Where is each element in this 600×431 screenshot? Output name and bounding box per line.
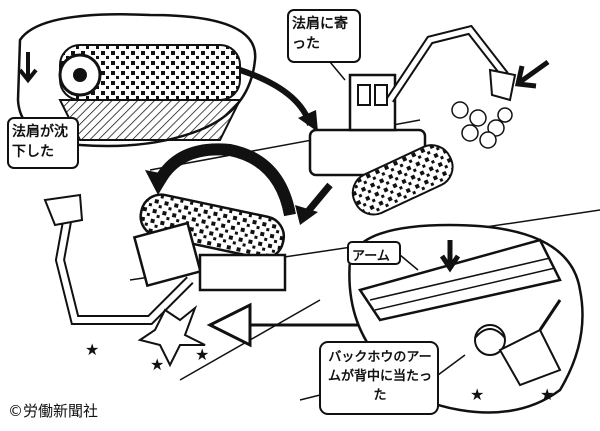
callout-near-shoulder <box>287 9 361 81</box>
label-arm: アーム <box>352 249 390 264</box>
label-slope-subsided: 法肩が沈下した <box>12 124 68 160</box>
tip-arrow-icon <box>154 143 296 217</box>
star-icon: ★ <box>470 385 484 404</box>
excavator-top <box>308 24 550 216</box>
callout-hit-back <box>319 341 466 415</box>
callout-slope-subsided <box>7 117 79 169</box>
callout-arm <box>347 241 419 271</box>
label-hit-back: バックホウのアームが背中に当たった <box>327 350 432 403</box>
copyright: ©労働新聞社 <box>8 402 99 420</box>
star-icon: ★ <box>195 345 209 364</box>
star-icon: ★ <box>150 355 164 374</box>
label-near-shoulder: 法肩に寄った <box>292 16 348 52</box>
inset-subsided-slope <box>16 13 257 148</box>
star-icon: ★ <box>85 340 99 359</box>
excavator-overturned: ★ ★ ★ <box>43 193 287 374</box>
star-icon: ★ <box>540 385 554 404</box>
down-arrow-icon <box>439 240 461 273</box>
arrow-icon <box>514 59 550 89</box>
down-arrow-icon <box>18 52 38 84</box>
